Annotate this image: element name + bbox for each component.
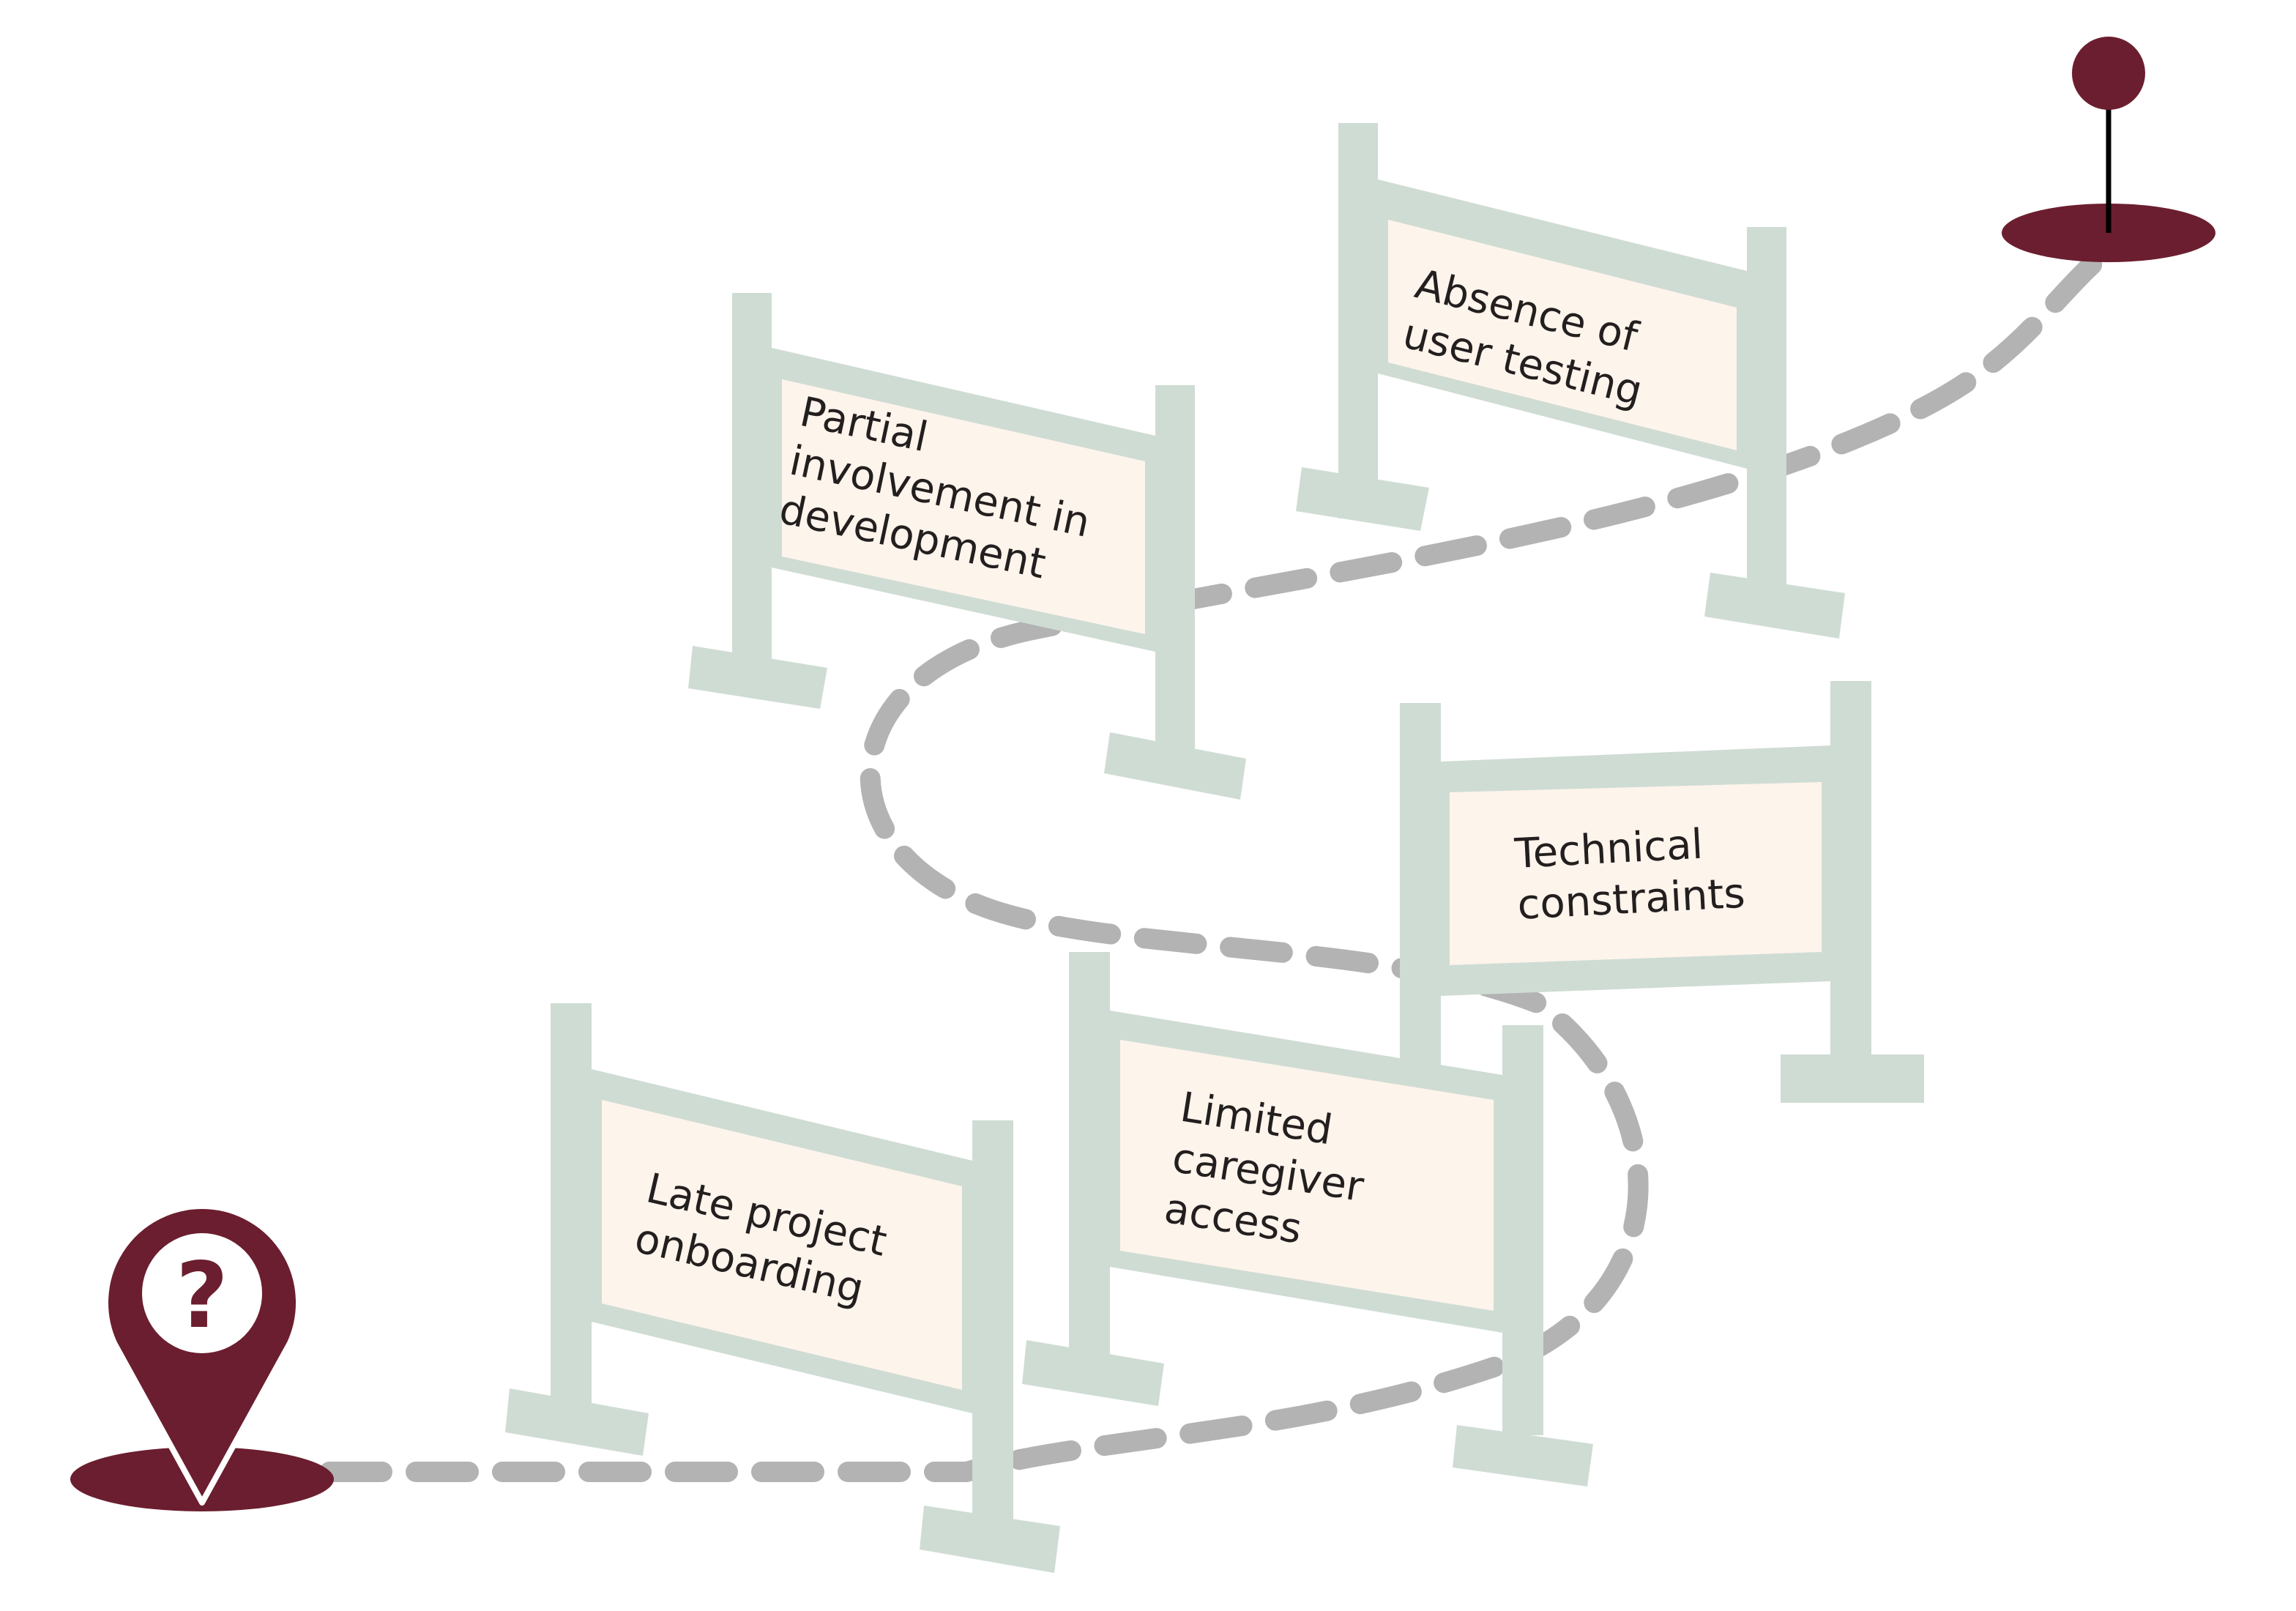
barrier-absence-of-user-testing: Absence of user testing <box>1296 123 1845 639</box>
end-marker <box>2002 37 2215 262</box>
end-marker-head <box>2072 37 2145 110</box>
barrier-late-project-onboarding: Late project onboarding <box>505 1003 1060 1573</box>
barrier-technical-constraints: Technical constraints <box>1400 681 1924 1103</box>
question-mark-glyph: ? <box>176 1243 228 1349</box>
barrier-partial-involvement: Partial involvement in development <box>688 293 1246 800</box>
sign-text-line: Technical <box>1513 821 1704 878</box>
svg-text:Technical constraints: Technical constraints <box>1513 819 1746 929</box>
journey-path <box>319 246 2112 1482</box>
pin-inner-circle <box>142 1233 262 1353</box>
barrier-limited-caregiver-access: Limited caregiver access <box>1022 952 1593 1487</box>
start-marker: ? <box>70 1203 334 1511</box>
